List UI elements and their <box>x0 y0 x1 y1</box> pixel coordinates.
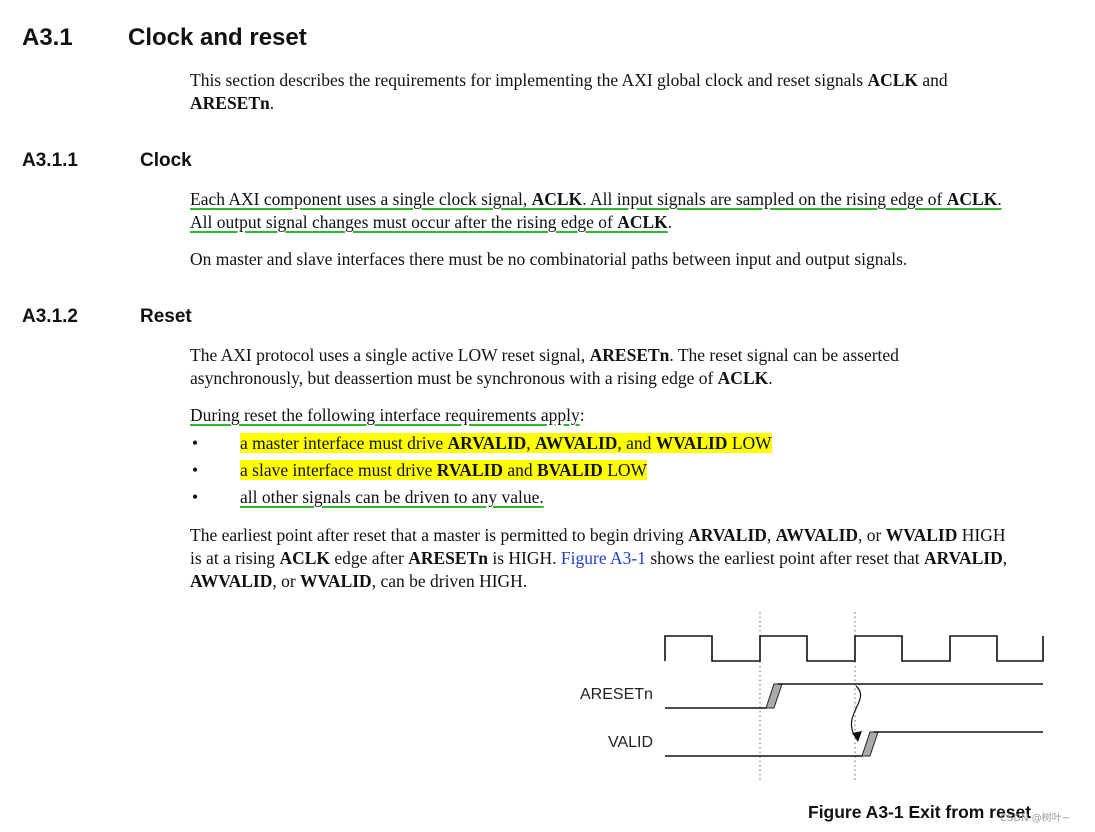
bullet-marker: • <box>192 460 199 480</box>
aclk-waveform <box>664 635 1044 662</box>
bullet-item-master: a master interface must drive ARVALID, A… <box>240 432 772 455</box>
underlined-clock-sentence-1: Each AXI component uses a single clock s… <box>190 189 1002 209</box>
watermark: CSDN @树叶~ <box>1000 813 1071 824</box>
figure-caption: Figure A3-1 Exit from reset <box>808 802 1032 822</box>
section-number-a3-1: A3.1 <box>22 24 73 51</box>
section-number-a3-1-2: A3.1.2 <box>22 306 78 327</box>
signal-label-aresetn: ARESETn <box>580 686 653 703</box>
highlighted-master-requirement: a master interface must drive ARVALID, A… <box>240 433 772 453</box>
section-number-a3-1-1: A3.1.1 <box>22 150 78 171</box>
aresetn-transition <box>765 683 783 709</box>
bullet-marker: • <box>192 433 199 453</box>
bullet-marker: • <box>192 487 199 507</box>
causality-arrow <box>850 685 862 739</box>
reset-paragraph-1: The AXI protocol uses a single active LO… <box>190 345 899 388</box>
underlined-clock-sentence-2: All output signal changes must occur aft… <box>190 212 668 232</box>
figure-a3-1-link[interactable]: Figure A3-1 <box>560 548 646 568</box>
intro-paragraph: This section describes the requirements … <box>190 70 948 113</box>
valid-transition <box>861 731 879 757</box>
reset-requirements-intro: During reset the following interface req… <box>190 405 585 425</box>
highlighted-slave-requirement: a slave interface must drive RVALID and … <box>240 460 648 480</box>
signal-label-valid: VALID <box>608 734 654 751</box>
clock-paragraph-1: Each AXI component uses a single clock s… <box>190 189 1002 232</box>
arrow-head-icon <box>852 731 862 742</box>
earliest-point-paragraph: The earliest point after reset that a ma… <box>190 525 1008 591</box>
section-title-clock: Clock <box>140 150 192 171</box>
clock-paragraph-2: On master and slave interfaces there mus… <box>190 249 908 269</box>
bullet-item-slave: a slave interface must drive RVALID and … <box>240 459 648 482</box>
section-title-reset: Reset <box>140 306 192 327</box>
bullet-item-other-signals: all other signals can be driven to any v… <box>240 487 544 507</box>
section-title-clock-and-reset: Clock and reset <box>128 24 307 51</box>
